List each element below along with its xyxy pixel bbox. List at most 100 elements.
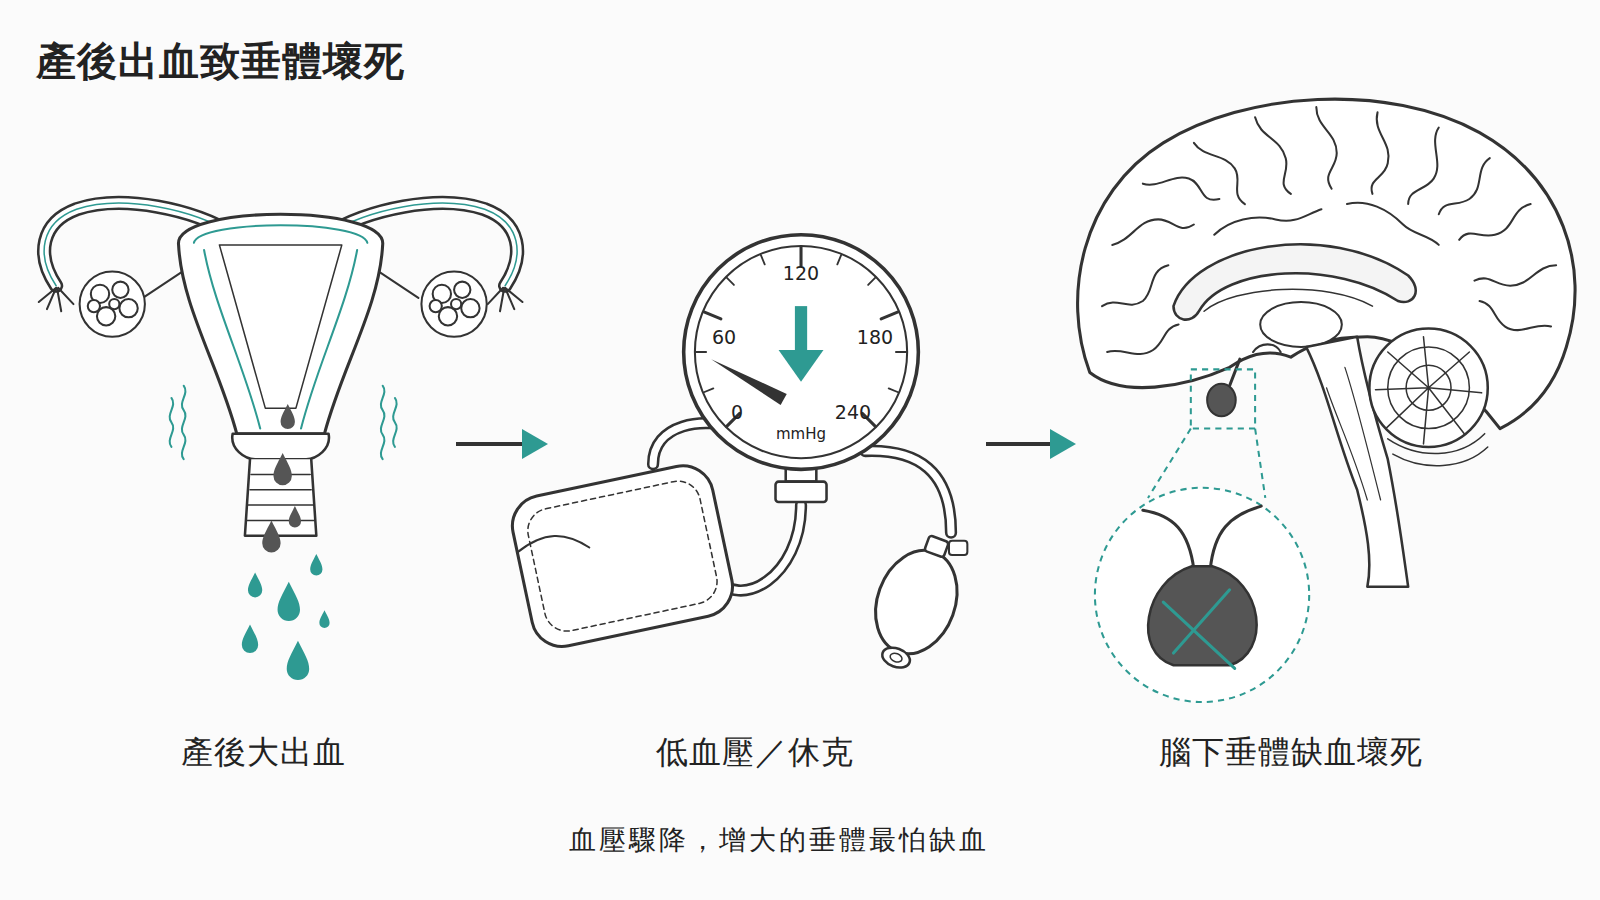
uterus-illustration-part: [170, 398, 174, 447]
brain-illustration-part-part: [1214, 209, 1321, 235]
blood-drops-part: [310, 554, 322, 575]
sphygmomanometer-part-part: [880, 644, 913, 671]
brain-illustration-part-part: [1480, 301, 1551, 330]
sphygmomanometer-part-part: [889, 388, 898, 392]
zoom-callout-part: [1191, 369, 1255, 428]
gauge-scale-label: 60: [712, 327, 736, 348]
uterus-illustration-part-part: [461, 299, 479, 317]
sphygmomanometer-part-part: [889, 652, 903, 664]
uterus-illustration-part: [39, 288, 74, 311]
uterus-illustration-part: [381, 386, 385, 459]
uterus-illustration-part: [178, 214, 382, 433]
blood-drops-part: [287, 641, 309, 680]
brain-illustration-part-part: [1316, 107, 1336, 189]
sphygmomanometer-part: [949, 541, 967, 555]
sphygmomanometer-part: [704, 247, 898, 426]
brain-illustration-part: [1207, 384, 1236, 417]
uterus-illustration-part: [488, 288, 523, 311]
uterus-illustration-part: [204, 250, 260, 429]
sphygmomanometer-part: [695, 246, 907, 458]
sphygmomanometer-part-part: [761, 255, 765, 264]
sphygmomanometer-part: [857, 525, 976, 679]
gauge-scale-label: mmHg: [776, 426, 826, 443]
sphygmomanometer-part: [684, 235, 919, 470]
sphygmomanometer-part-part: [507, 460, 738, 652]
brain-illustration-part-part: [1474, 265, 1556, 285]
brain-illustration-part: [1369, 329, 1487, 447]
sphygmomanometer-part: [779, 350, 824, 382]
brain-illustration-part-part: [1255, 117, 1291, 194]
sphygmomanometer-part: [696, 255, 906, 392]
brain-illustration-part-part: [1376, 337, 1482, 444]
sphygmomanometer-part-part: [799, 247, 802, 265]
sphygmomanometer-part: [711, 359, 787, 405]
stage-label: 低血壓／休克: [656, 732, 854, 772]
necrotic-pituitary: [1143, 506, 1261, 668]
gauge-scale-label: 240: [835, 402, 871, 423]
blood-drops-part: [281, 404, 295, 429]
sphygmomanometer-part-part: [924, 535, 949, 557]
sphygmomanometer-part: [865, 451, 951, 533]
uterus-illustration-part-part: [119, 299, 137, 317]
brain-illustration-part-part: [1459, 204, 1530, 240]
uterus-illustration-part-part: [430, 300, 442, 312]
necrotic-pituitary-part: [1173, 590, 1229, 653]
sphygmomanometer-part-part: [696, 351, 706, 353]
sphygmomanometer-part-part: [862, 413, 875, 426]
brain-illustration-part: [1102, 107, 1556, 354]
brain-illustration-part-part: [1388, 347, 1470, 429]
necrotic-pituitary-part: [1143, 506, 1261, 569]
blood-drops-part: [319, 610, 329, 628]
sphygmomanometer: [507, 235, 976, 680]
uterus-illustration-part: [393, 398, 397, 447]
uterus-illustration-part-part: [112, 282, 128, 298]
stage-panel: 腦下垂體缺血壞死: [1076, 170, 1570, 790]
blood-drops-part: [248, 572, 262, 597]
brain-illustration-part-part: [1143, 178, 1220, 200]
sphygmomanometer-part-part: [896, 351, 906, 353]
blood-drops-part: [273, 453, 291, 485]
uterus-illustration-part: [182, 386, 186, 459]
stage-label: 腦下垂體缺血壞死: [1159, 732, 1423, 772]
brain-illustration-part-part: [1112, 219, 1194, 245]
sphygmomanometer-part: [865, 451, 951, 533]
zoom-callout-part: [1148, 429, 1191, 498]
brain-illustration-part-part: [1372, 112, 1389, 194]
gauge-scale-label: 120: [783, 263, 819, 284]
brain-illustration-part: [1260, 302, 1342, 347]
brain-illustration-part: [1253, 344, 1281, 352]
sphygmomanometer-part-part: [868, 278, 875, 285]
flow-arrow: [986, 442, 1056, 446]
brain-illustration-part-part: [1439, 158, 1490, 214]
brain-illustration-part-part: [1347, 203, 1439, 245]
flow-arrow: [456, 442, 528, 446]
brain-illustration-part: [1230, 359, 1240, 386]
brain-illustration-part-part: [1107, 324, 1178, 353]
brain-illustration-part: [1376, 337, 1488, 466]
sphygmomanometer-part: [776, 482, 827, 502]
sphygmomanometer-part-part: [515, 529, 589, 563]
blood-drops-part: [278, 582, 300, 621]
diagram-title: 產後出血致垂體壞死: [36, 34, 405, 89]
brain-illustration: [1078, 99, 1575, 587]
blood-drops: [242, 404, 330, 680]
sphygmomanometer-part: [795, 306, 807, 352]
brain-illustration-part-part: [1102, 265, 1168, 306]
uterus-illustration-part: [194, 225, 367, 243]
sphygmomanometer-part-part: [862, 539, 971, 665]
blood-drops-part: [262, 520, 280, 552]
stage-panel: 低血壓／休克: [548, 170, 986, 790]
zoom-callout-part: [1255, 429, 1265, 498]
stage-label: 產後大出血: [181, 732, 346, 772]
gauge-scale-label: 0: [731, 402, 743, 423]
zoom-callout: [1095, 369, 1309, 702]
uterus-illustration-part-part: [454, 282, 470, 298]
uterus-illustration-part-part: [80, 271, 145, 336]
uterus-illustration-part: [301, 250, 357, 429]
uterus-illustration-part: [232, 434, 329, 460]
uterus-illustration-part-part: [421, 271, 486, 336]
sphygmomanometer-part-part: [704, 388, 713, 392]
sphygmomanometer-part-part: [881, 312, 898, 319]
